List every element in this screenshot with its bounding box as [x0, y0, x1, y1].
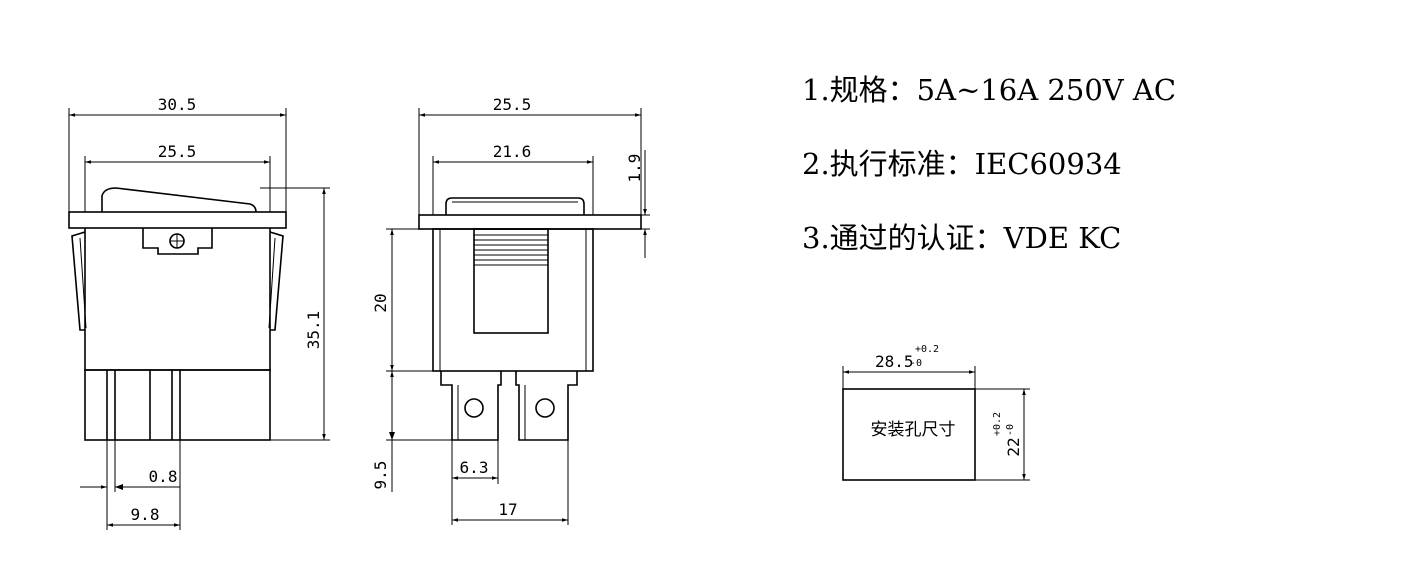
- dim-front-height: 35.1: [304, 311, 323, 350]
- side-flange: [418, 214, 642, 230]
- dim-side-terminal-length: 9.5: [371, 461, 390, 490]
- cutout-width-tol-plus: +0.2: [915, 344, 939, 355]
- cutout-rectangle: [842, 388, 976, 481]
- side-terminal-right: [515, 371, 578, 441]
- side-terminal-hole-right: [535, 398, 555, 418]
- front-latch-right: [269, 231, 284, 331]
- dim-front-terminal-thickness: 0.8: [149, 467, 178, 486]
- front-view: 30.5 25.5 35.1 0.8 9.8: [68, 95, 330, 530]
- spec-certification: 3.通过的认证：VDE KC: [802, 221, 1122, 255]
- cutout-label: 安装孔尺寸: [871, 420, 956, 440]
- dim-side-terminal-span: 17: [498, 500, 517, 519]
- side-terminal-hole-left: [464, 398, 484, 418]
- dim-front-overall-width: 30.5: [158, 95, 197, 114]
- cutout-height-tol-minus: -0: [1005, 424, 1016, 436]
- front-latch-left: [71, 231, 86, 331]
- side-window: [473, 228, 549, 334]
- side-view: 25.5 21.6 1.9 20 9.5 6.3 17: [371, 95, 650, 525]
- dim-side-body-width: 21.6: [493, 142, 532, 161]
- spec-list: 1.规格：5A~16A 250V AC 2.执行标准：IEC60934 3.通过…: [802, 68, 1176, 290]
- panel-cutout: 28.5 +0.2 -0 22 +0.2 -0 安装孔尺寸: [842, 344, 1030, 481]
- dim-side-flange-width: 25.5: [493, 95, 532, 114]
- dim-front-rocker-width: 25.5: [158, 142, 197, 161]
- cutout-height-tol-plus: +0.2: [992, 412, 1003, 436]
- side-terminal-left: [440, 371, 502, 441]
- cutout-width-tol-minus: -0: [910, 358, 922, 369]
- front-flange: [68, 211, 287, 229]
- front-body: [84, 228, 271, 371]
- dim-side-body-height: 20: [371, 293, 390, 312]
- cutout-height: 22: [1004, 437, 1023, 456]
- spec-standard: 2.执行标准：IEC60934: [802, 147, 1122, 181]
- dim-side-terminal-width: 6.3: [460, 458, 489, 477]
- front-indicator-window: [142, 228, 213, 255]
- spec-rating: 1.规格：5A~16A 250V AC: [802, 73, 1177, 107]
- front-terminal-block: [84, 369, 271, 441]
- dim-front-terminal-pitch: 9.8: [131, 505, 160, 524]
- front-rocker: [101, 187, 257, 213]
- side-cap: [445, 197, 585, 215]
- dim-side-flange-thickness: 1.9: [625, 154, 644, 183]
- cutout-width: 28.5: [875, 352, 914, 371]
